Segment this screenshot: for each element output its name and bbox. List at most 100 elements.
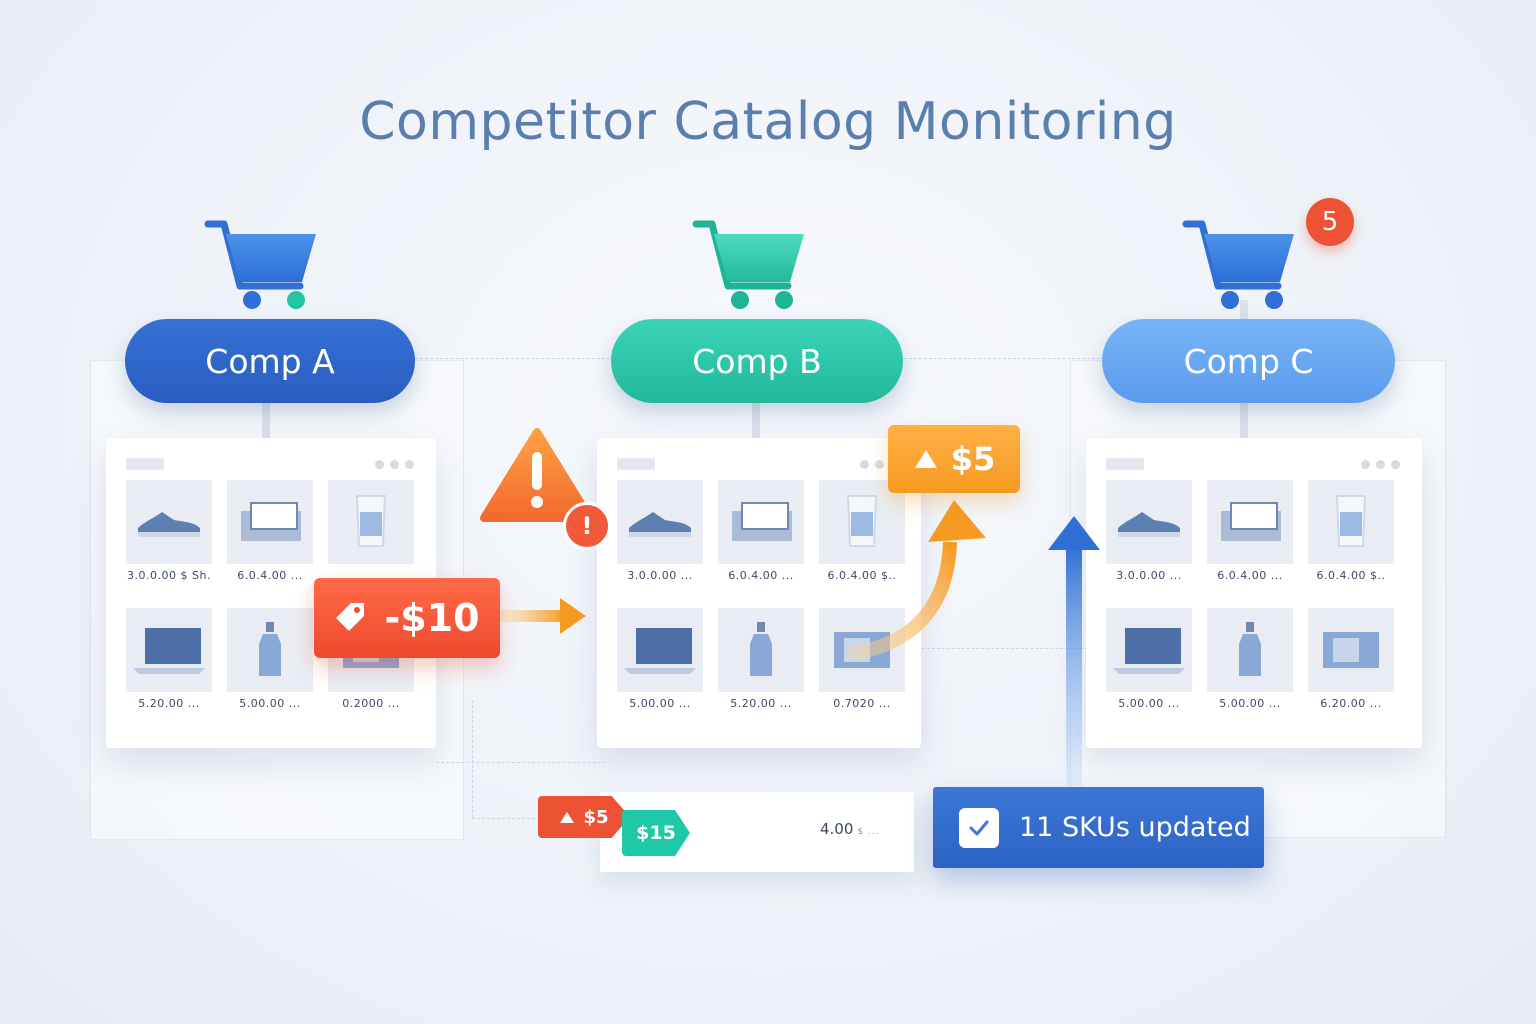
sku-status-label: 11 SKUs updated (1019, 812, 1251, 843)
product-price: 5.00.00 ... (239, 697, 301, 710)
catalog-c: 3.0.0.00 ... 6.0.4.00 ... 6.0.4.00 $.. 5.00… (1086, 438, 1422, 748)
product-card[interactable]: 6.0.4.00 ... (1207, 480, 1293, 608)
product-price: 3.0.0.00 $ Sh. (127, 569, 211, 582)
product-card[interactable]: 6.0.4.00 ... (718, 480, 804, 608)
price-drop-badge[interactable]: -$10 (314, 578, 500, 658)
summary-amount: 4.00 (820, 820, 854, 838)
cup-icon (328, 480, 414, 564)
connector-b (752, 400, 760, 452)
product-price: 3.0.0.00 ... (1116, 569, 1182, 582)
shoe-icon (126, 480, 212, 564)
notification-badge[interactable]: 5 (1306, 198, 1354, 246)
box-icon (1308, 608, 1394, 692)
product-card[interactable]: 5.00.00 ... (617, 608, 703, 730)
product-price: 0.2000 ... (342, 697, 400, 710)
product-price: 6.0.4.00 ... (1217, 569, 1283, 582)
product-price: 0.7020 ... (833, 697, 891, 710)
bottle-icon (1207, 608, 1293, 692)
product-price: 5.00.00 ... (1118, 697, 1180, 710)
catalog-menu-icon[interactable] (375, 460, 414, 469)
summary-sub: $ ... (857, 827, 880, 837)
competitor-pill-b[interactable]: Comp B (611, 319, 903, 403)
product-card[interactable]: 6.0.4.00 $.. (819, 480, 905, 608)
guide-line-mid (436, 762, 606, 763)
product-card[interactable]: 6.0.4.00 $.. (1308, 480, 1394, 608)
warning-icon (480, 428, 594, 522)
alert-badge[interactable]: ! (563, 502, 611, 550)
product-card[interactable]: 0.7020 ... (819, 608, 905, 730)
price-rise-chip[interactable]: $5 (538, 796, 630, 838)
connector-a (262, 400, 270, 452)
card-icon (1207, 480, 1293, 564)
catalog-tab (126, 458, 164, 470)
cart-icon-a (204, 220, 316, 309)
price-rise-badge[interactable]: $5 (888, 425, 1020, 493)
guide-line-top-right (904, 358, 1100, 359)
product-grid: 3.0.0.00 $ Sh. 6.0.4.00 ... 5.20.00 ... 5.0… (126, 480, 414, 730)
product-card[interactable]: 3.0.0.00 ... (1106, 480, 1192, 608)
card-icon (718, 480, 804, 564)
summary-value: 4.00$ ... (820, 820, 880, 838)
product-card[interactable]: 5.00.00 ... (227, 608, 313, 730)
guide-line-right-mid (922, 648, 1088, 649)
product-price: 6.0.4.00 ... (728, 569, 794, 582)
product-card[interactable] (328, 480, 414, 608)
product-price: 5.00.00 ... (629, 697, 691, 710)
cart-icon-c (1182, 220, 1294, 309)
product-price: 3.0.0.00 ... (627, 569, 693, 582)
bottle-icon (718, 608, 804, 692)
product-price: 5.20.00 ... (138, 697, 200, 710)
catalog-tab (617, 458, 655, 470)
product-grid: 3.0.0.00 ... 6.0.4.00 ... 6.0.4.00 $.. 5.00… (617, 480, 905, 730)
chip-rise-value: $5 (583, 806, 609, 828)
guide-line-vertical (472, 700, 473, 818)
product-card[interactable]: 3.0.0.00 $ Sh. (126, 480, 212, 608)
cart-icon-b (692, 220, 804, 309)
tag-icon (914, 450, 937, 468)
connector-cart-c (1240, 300, 1248, 322)
arrow-up-curve-icon (848, 500, 986, 661)
competitor-pill-a[interactable]: Comp A (125, 319, 415, 403)
product-card[interactable]: 6.20.00 ... (1308, 608, 1394, 730)
catalog-b: 3.0.0.00 ... 6.0.4.00 ... 6.0.4.00 $.. 5.00… (597, 438, 921, 748)
price-drop-value: -$10 (384, 596, 480, 640)
laptop-icon (1106, 608, 1192, 692)
product-grid: 3.0.0.00 ... 6.0.4.00 ... 6.0.4.00 $.. 5.00… (1106, 480, 1394, 730)
product-card[interactable]: 5.20.00 ... (718, 608, 804, 730)
tag-icon (336, 603, 365, 631)
product-card[interactable]: 3.0.0.00 ... (617, 480, 703, 608)
tag-icon (560, 811, 575, 823)
product-price: 6.0.4.00 $.. (827, 569, 897, 582)
cup-icon (819, 480, 905, 564)
connector-c (1240, 400, 1248, 452)
cup-icon (1308, 480, 1394, 564)
product-card[interactable]: 5.20.00 ... (126, 608, 212, 730)
product-card[interactable]: 6.0.4.00 ... (227, 480, 313, 608)
product-price: 6.20.00 ... (1320, 697, 1382, 710)
shoe-icon (617, 480, 703, 564)
product-price: 5.20.00 ... (730, 697, 792, 710)
arrow-up-icon (1048, 516, 1100, 786)
catalog-menu-icon[interactable] (1361, 460, 1400, 469)
sku-status[interactable]: 11 SKUs updated (933, 787, 1264, 868)
product-card[interactable]: 5.00.00 ... (1207, 608, 1293, 730)
product-price: 5.00.00 ... (1219, 697, 1281, 710)
laptop-icon (126, 608, 212, 692)
check-icon (959, 807, 999, 848)
guide-line-bottom (472, 818, 540, 819)
shoe-icon (1106, 480, 1192, 564)
card-icon (227, 480, 313, 564)
box-icon (819, 608, 905, 692)
price-rise-value: $5 (950, 440, 996, 478)
product-price: 6.0.4.00 ... (237, 569, 303, 582)
bottle-icon (227, 608, 313, 692)
guide-line-top (410, 358, 610, 359)
arrow-right-icon (498, 598, 586, 634)
competitor-pill-c[interactable]: Comp C (1102, 319, 1395, 403)
new-price-chip[interactable]: $15 (622, 810, 690, 856)
catalog-tab (1106, 458, 1144, 470)
page-title: Competitor Catalog Monitoring (359, 92, 1177, 152)
product-price: 6.0.4.00 $.. (1316, 569, 1386, 582)
laptop-icon (617, 608, 703, 692)
product-card[interactable]: 5.00.00 ... (1106, 608, 1192, 730)
